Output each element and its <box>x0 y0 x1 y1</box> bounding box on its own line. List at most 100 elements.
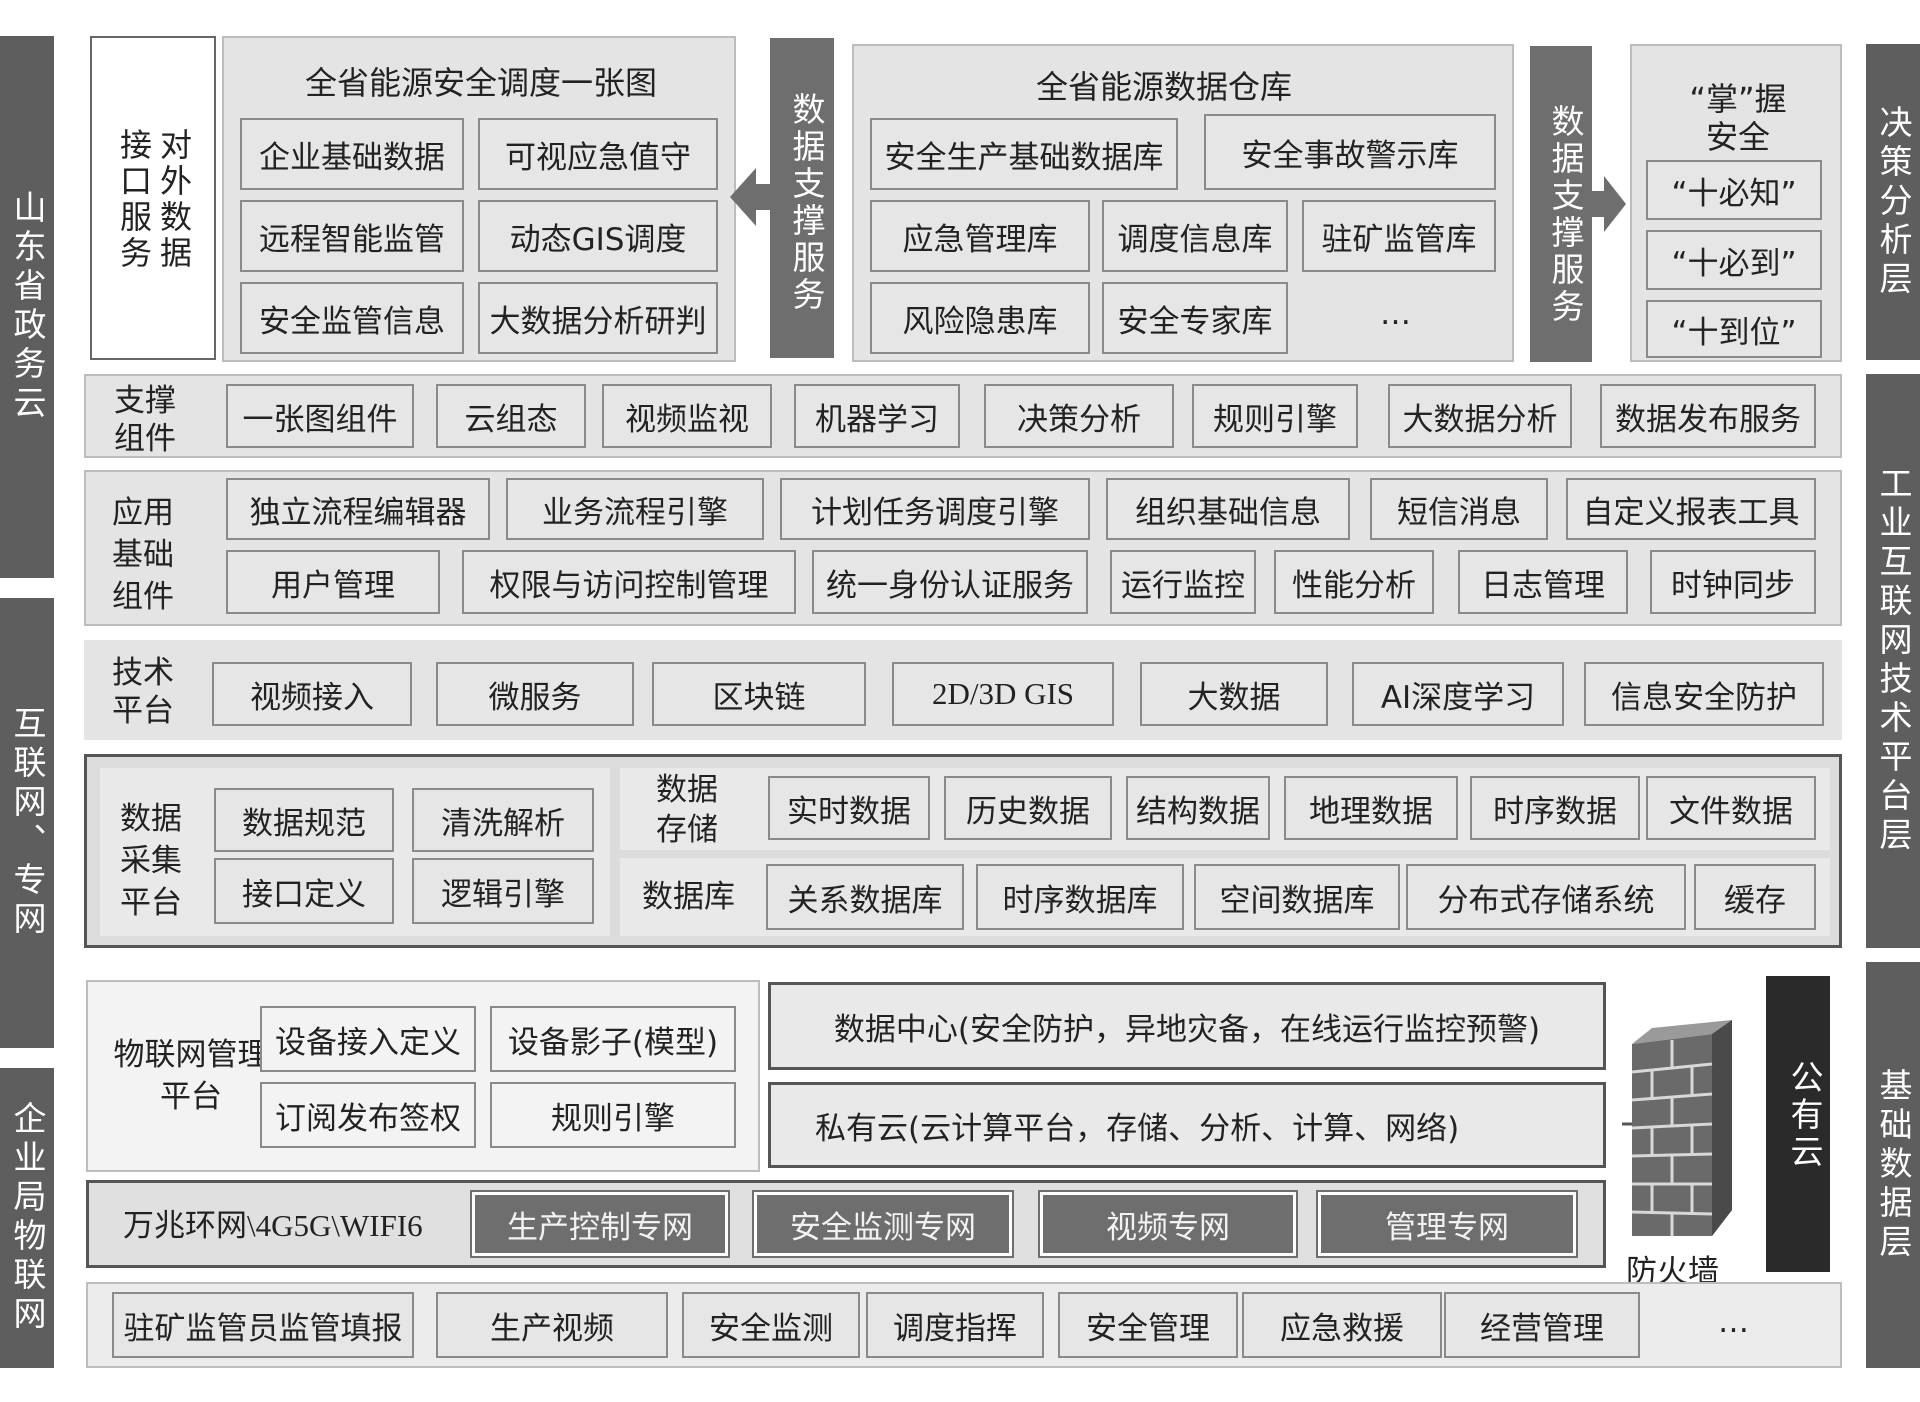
app-component: 组织基础信息 <box>1106 478 1350 540</box>
side-label-decision-layer: 决策分析层 <box>1866 44 1920 360</box>
public-cloud-label: 公有云 <box>1785 1060 1824 1171</box>
database-label: 数据库 <box>642 879 735 915</box>
storage-item: 地理数据 <box>1284 776 1458 840</box>
support-component: 机器学习 <box>794 384 960 448</box>
app-component: 日志管理 <box>1458 550 1628 614</box>
app-component: 自定义报表工具 <box>1566 478 1816 540</box>
app-component: 业务流程引擎 <box>506 478 764 540</box>
iot-item: 设备接入定义 <box>260 1006 476 1072</box>
support-component: 决策分析 <box>984 384 1174 448</box>
collect-item: 数据规范 <box>214 788 394 852</box>
storage-item: 时序数据 <box>1470 776 1640 840</box>
bottom-app: 经营管理 <box>1444 1292 1640 1358</box>
bottom-app: 应急救援 <box>1242 1292 1442 1358</box>
data-support-label-left: 数据支撑服务 <box>787 92 826 314</box>
arrow-left-icon <box>730 168 772 226</box>
app-component: 时钟同步 <box>1650 550 1816 614</box>
map-item: 安全监管信息 <box>240 282 464 354</box>
private-cloud-text: 私有云(云计算平台，存储、分析、计算、网络) <box>815 1110 1460 1147</box>
arrow-right-icon <box>1590 176 1626 232</box>
database-item: 空间数据库 <box>1194 864 1400 930</box>
private-cloud-box: 私有云(云计算平台，存储、分析、计算、网络) <box>768 1082 1606 1168</box>
tech-item: AI深度学习 <box>1352 662 1564 726</box>
collect-item: 逻辑引擎 <box>412 858 594 924</box>
map-item: 动态GIS调度 <box>478 200 718 272</box>
network-label: 万兆环网\4G5G\WIFI6 <box>123 1208 423 1243</box>
warehouse-item: 风险隐患库 <box>870 282 1090 354</box>
tech-item: 微服务 <box>436 662 634 726</box>
public-cloud-box: 公有云 <box>1766 976 1830 1272</box>
database-item: 分布式存储系统 <box>1406 864 1686 930</box>
support-component: 一张图组件 <box>226 384 414 448</box>
firewall-icon <box>1622 1020 1732 1236</box>
support-component: 视频监视 <box>602 384 772 448</box>
tech-item: 2D/3D GIS <box>892 662 1114 726</box>
map-item: 大数据分析研判 <box>478 282 718 354</box>
data-support-service-right: 数据支撑服务 <box>1530 46 1592 362</box>
warehouse-item: 安全专家库 <box>1102 282 1288 354</box>
support-component: 云组态 <box>436 384 586 448</box>
map-item: 可视应急值守 <box>478 118 718 190</box>
bottom-app: 安全管理 <box>1058 1292 1238 1358</box>
collect-item: 接口定义 <box>214 858 394 924</box>
iot-item: 订阅发布签权 <box>260 1082 476 1148</box>
support-component: 数据发布服务 <box>1600 384 1816 448</box>
tech-item: 大数据 <box>1140 662 1328 726</box>
app-component: 权限与访问控制管理 <box>462 550 796 614</box>
iot-platform-label: 物联网管理平台 <box>113 1037 269 1115</box>
app-component: 统一身份认证服务 <box>812 550 1088 614</box>
side-label-internet: 互联网、专网 <box>0 598 54 1048</box>
support-component: 大数据分析 <box>1388 384 1572 448</box>
collect-item: 清洗解析 <box>412 788 594 852</box>
data-storage-label: 数据存储 <box>656 772 718 848</box>
app-component: 独立流程编辑器 <box>226 478 490 540</box>
network-item: 视频专网 <box>1038 1190 1298 1258</box>
warehouse-item: 安全生产基础数据库 <box>870 118 1178 190</box>
warehouse-item: 调度信息库 <box>1102 200 1288 272</box>
iot-item: 设备影子(模型) <box>490 1006 736 1072</box>
tech-platform-label: 技术平台 <box>112 655 174 729</box>
network-item: 生产控制专网 <box>470 1190 730 1258</box>
side-label-platform-layer: 工业互联网技术平台层 <box>1866 374 1920 948</box>
tech-item: 视频接入 <box>212 662 412 726</box>
network-item: 管理专网 <box>1316 1190 1578 1258</box>
app-component: 性能分析 <box>1274 550 1434 614</box>
database-item: 时序数据库 <box>976 864 1184 930</box>
app-components-label: 应用基础组件 <box>112 495 174 615</box>
bottom-more: … <box>1718 1304 1749 1340</box>
external-service-box: 对外数据接口服务 <box>90 36 216 360</box>
app-component: 用户管理 <box>226 550 440 614</box>
app-component: 短信消息 <box>1370 478 1548 540</box>
grasp-title-line2: 安全 <box>1705 118 1770 156</box>
data-collect-label: 数据采集平台 <box>120 801 182 921</box>
tech-item: 信息安全防护 <box>1584 662 1824 726</box>
storage-item: 实时数据 <box>768 776 930 840</box>
storage-item: 结构数据 <box>1126 776 1270 840</box>
database-item: 缓存 <box>1694 864 1816 930</box>
bottom-app: 调度指挥 <box>866 1292 1044 1358</box>
warehouse-item: 安全事故警示库 <box>1204 114 1496 190</box>
data-warehouse-title: 全省能源数据仓库 <box>1035 68 1292 106</box>
bottom-app: 驻矿监管员监管填报 <box>112 1292 414 1358</box>
network-item: 安全监测专网 <box>752 1190 1014 1258</box>
grasp-item: “十必知” <box>1646 160 1822 220</box>
map-item: 远程智能监管 <box>240 200 464 272</box>
warehouse-item: 应急管理库 <box>870 200 1090 272</box>
bottom-app: 生产视频 <box>436 1292 668 1358</box>
warehouse-item: 驻矿监管库 <box>1302 200 1496 272</box>
iot-item: 规则引擎 <box>490 1082 736 1148</box>
data-support-service-left: 数据支撑服务 <box>770 38 834 358</box>
side-label-base-data-layer: 基础数据层 <box>1866 962 1920 1368</box>
support-component: 规则引擎 <box>1192 384 1358 448</box>
map-item: 企业基础数据 <box>240 118 464 190</box>
tech-item: 区块链 <box>652 662 866 726</box>
datacenter-text: 数据中心(安全防护，异地灾备，在线运行监控预警) <box>833 1011 1541 1048</box>
side-label-gov-cloud: 山东省政务云 <box>0 36 54 578</box>
data-support-label-right: 数据支撑服务 <box>1546 104 1585 326</box>
external-service-label: 对外数据接口服务 <box>115 128 193 272</box>
database-item: 关系数据库 <box>766 864 964 930</box>
grasp-item: “十必到” <box>1646 230 1822 290</box>
app-component: 计划任务调度引擎 <box>780 478 1090 540</box>
support-components-label: 支撑组件 <box>114 383 176 457</box>
datacenter-box: 数据中心(安全防护，异地灾备，在线运行监控预警) <box>768 982 1606 1070</box>
